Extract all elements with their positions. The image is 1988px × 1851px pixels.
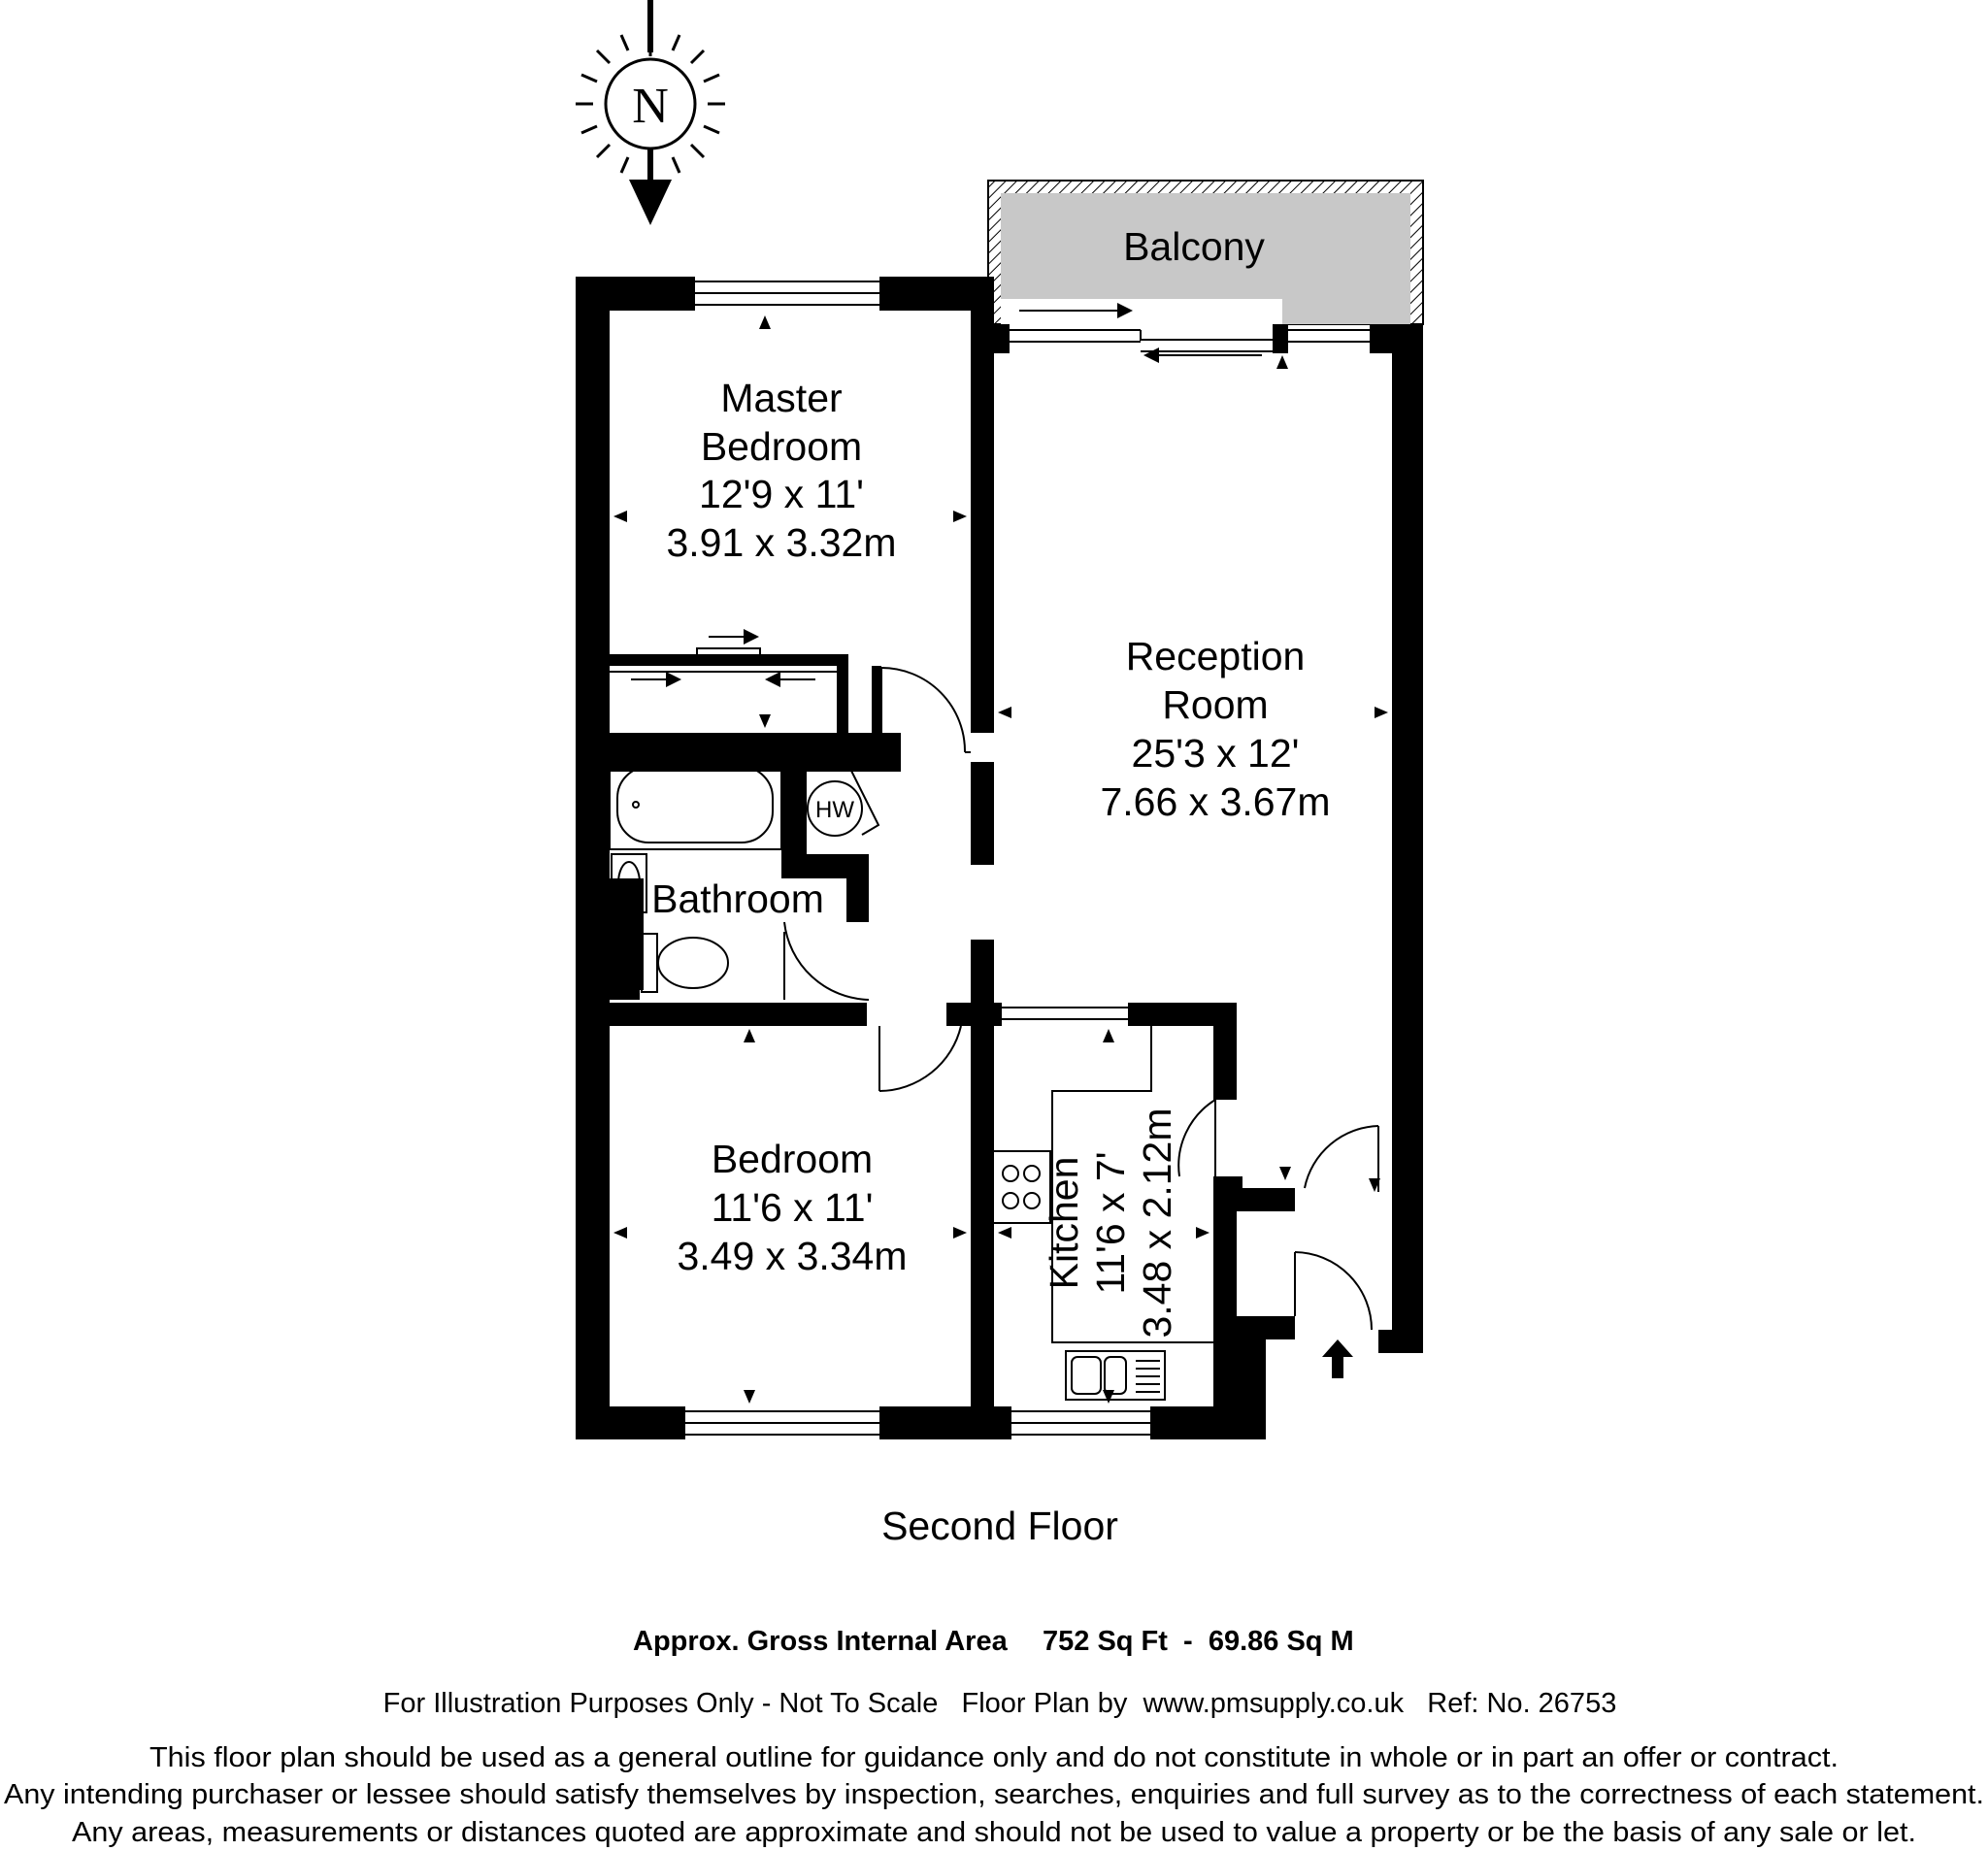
north-compass-icon	[576, 0, 725, 225]
floor-label: Second Floor	[881, 1504, 1118, 1548]
master-bedroom-metric: 3.91 x 3.32m	[666, 520, 896, 565]
bathroom-label: Bathroom	[651, 876, 824, 921]
balcony-label: Balcony	[1123, 224, 1265, 269]
disclaimer-line-1: This floor plan should be used as a gene…	[149, 1742, 1839, 1773]
bedroom-label: Bedroom 11'6 x 11' 3.49 x 3.34m	[677, 1137, 907, 1278]
disclaimer-line-2: Any intending purchaser or lessee should…	[4, 1779, 1984, 1810]
master-bedroom-name-line1: Master	[720, 376, 842, 420]
kitchen-imperial: 11'6 x 7'	[1088, 1151, 1133, 1294]
hw-label: HW	[815, 797, 854, 823]
kitchen-name: Kitchen	[1042, 1157, 1086, 1290]
master-bedroom-label: Master Bedroom 12'9 x 11' 3.91 x 3.32m	[666, 376, 896, 565]
bedroom-metric: 3.49 x 3.34m	[677, 1234, 907, 1278]
reception-name-line1: Reception	[1126, 634, 1306, 678]
reception-name-line2: Room	[1162, 682, 1268, 727]
credits-line: For Illustration Purposes Only - Not To …	[383, 1688, 1617, 1719]
area-value: 752 Sq Ft - 69.86 Sq M	[1043, 1626, 1354, 1657]
bathroom-fixtures	[609, 761, 782, 993]
door-swings	[783, 667, 1379, 1331]
reception-metric: 7.66 x 3.67m	[1100, 779, 1330, 824]
entrance-arrow-icon	[1322, 1339, 1353, 1378]
walls	[576, 277, 1423, 1439]
kitchen-label: Kitchen 11'6 x 7' 3.48 x 2.12m	[1042, 1107, 1179, 1338]
wardrobe-doors	[610, 647, 837, 673]
area-label: Approx. Gross Internal Area	[633, 1626, 1009, 1657]
slide-arrows	[631, 303, 1262, 687]
reception-imperial: 25'3 x 12'	[1132, 731, 1300, 776]
kitchen-metric: 3.48 x 2.12m	[1135, 1107, 1179, 1338]
windows	[685, 281, 1370, 1436]
bedroom-imperial: 11'6 x 11'	[712, 1185, 874, 1230]
compass-letter: N	[632, 79, 669, 134]
disclaimer-line-3: Any areas, measurements or distances quo…	[72, 1817, 1916, 1848]
balcony-area	[987, 180, 1424, 328]
master-bedroom-imperial: 12'9 x 11'	[699, 472, 864, 516]
hot-water-cylinder-icon	[807, 780, 863, 837]
kitchen-fittings	[991, 1026, 1213, 1401]
dimension-arrows	[613, 315, 1388, 1404]
bedroom-name: Bedroom	[712, 1137, 873, 1181]
reception-room-label: Reception Room 25'3 x 12' 7.66 x 3.67m	[1100, 634, 1330, 824]
master-bedroom-name-line2: Bedroom	[701, 424, 862, 469]
